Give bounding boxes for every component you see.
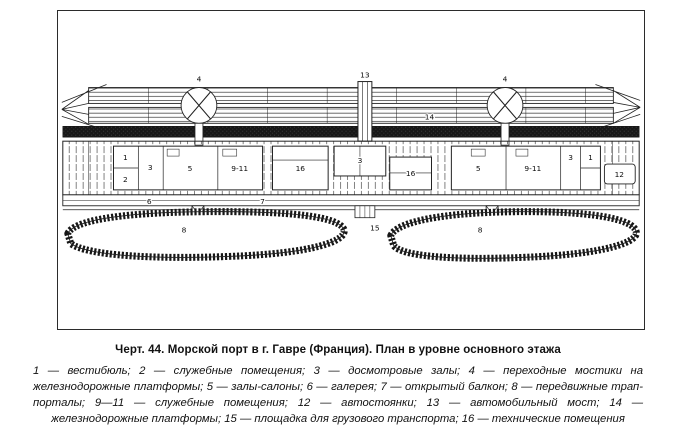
plan-label: 5 xyxy=(476,164,481,173)
plan-label: 8 xyxy=(478,226,483,235)
plan-label: 8 xyxy=(182,226,187,235)
track-taper-right xyxy=(595,84,641,130)
plan-label: 9-11 xyxy=(524,164,541,173)
plan-label: 4 xyxy=(503,75,508,84)
figure-caption: Черт. 44. Морской порт в г. Гавре (Франц… xyxy=(115,344,561,356)
plan-label: 12 xyxy=(615,170,624,179)
plan-label: 3 xyxy=(148,163,153,172)
quay-wall xyxy=(62,126,640,138)
transition-bridge-right xyxy=(486,87,524,146)
ship-left xyxy=(64,208,348,261)
block-center-technical-2 xyxy=(389,156,432,191)
railway-platforms xyxy=(88,87,614,124)
plan-label: 1 xyxy=(123,153,128,162)
plan-label: 16 xyxy=(406,169,416,178)
automobile-bridge xyxy=(357,81,373,142)
plan-label: 9-11 xyxy=(231,164,248,173)
transition-bridge-left xyxy=(180,87,218,146)
plan-label: 13 xyxy=(360,71,370,80)
plan-label: 3 xyxy=(358,156,363,165)
figure-legend: 1 — вестибюль; 2 — служебные помещения; … xyxy=(33,365,643,426)
plan-label-group: 4 13 4 14 1 2 3 5 9-11 16 3 16 5 9-11 3 … xyxy=(122,69,625,235)
plan-label: 7 xyxy=(260,197,265,206)
plan-label: 6 xyxy=(147,197,152,206)
block-center-inspection xyxy=(333,145,387,177)
pavilion-left xyxy=(112,145,264,191)
plan-label: 14 xyxy=(425,112,435,121)
track-taper-left xyxy=(61,84,107,131)
plan-label: 3 xyxy=(568,153,573,162)
plan-label: 1 xyxy=(588,153,593,162)
plan-label: 15 xyxy=(370,224,380,233)
parking-block xyxy=(603,163,636,185)
plan-label: 2 xyxy=(123,175,128,184)
plan-label: 5 xyxy=(188,164,193,173)
gallery-strip xyxy=(62,194,640,207)
plan-label: 4 xyxy=(197,75,202,84)
ship-right xyxy=(387,208,640,262)
port-plan-drawing: 4 13 4 14 1 2 3 5 9-11 16 3 16 5 9-11 3 … xyxy=(61,69,641,262)
block-center-technical xyxy=(271,145,329,191)
plan-label: 16 xyxy=(296,164,306,173)
main-building xyxy=(62,140,640,196)
pavilion-right xyxy=(450,145,601,191)
cargo-apron xyxy=(354,205,376,219)
figure-frame: 4 13 4 14 1 2 3 5 9-11 16 3 16 5 9-11 3 … xyxy=(57,10,645,330)
